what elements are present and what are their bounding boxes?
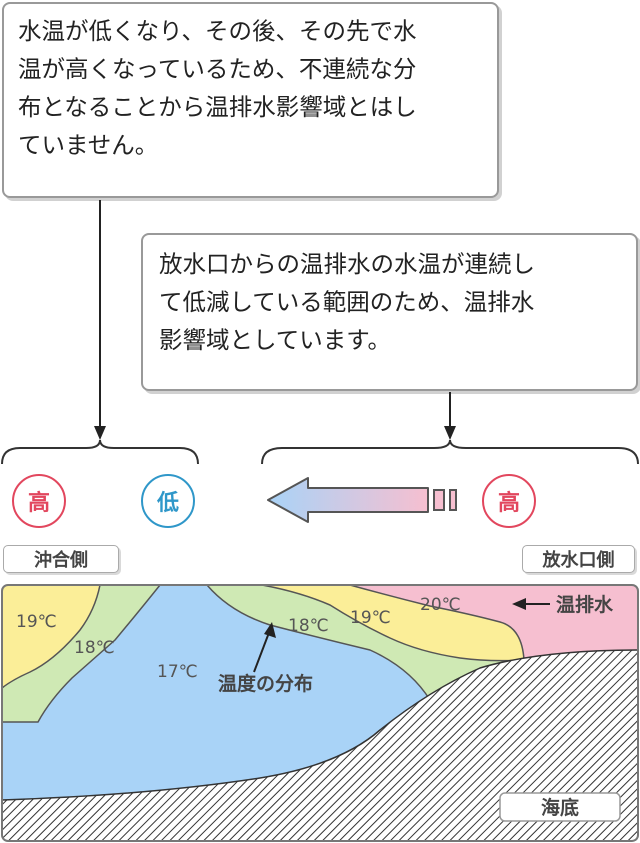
warm-water-label: 温排水	[556, 593, 614, 616]
seabed-label: 海底	[541, 796, 579, 819]
callout-right-pointer	[444, 392, 456, 440]
indicator-low-offshore: 低	[141, 474, 195, 528]
distribution-pointer	[253, 622, 276, 673]
temp-19c-right: 19℃	[350, 608, 391, 628]
callout-left-pointer	[94, 200, 106, 440]
callout-left-line-1: 水温が低くなり、その後、その先で水	[18, 17, 417, 45]
seabed	[2, 649, 638, 841]
warm-water-pointer	[512, 598, 550, 610]
indicator-high-outlet: 高	[482, 474, 536, 528]
indicator-high-offshore: 高	[12, 474, 66, 528]
tag-offshore: 沖合側	[3, 545, 119, 573]
callout-right-line-1: 放水口からの温排水の水温が連続し	[159, 250, 535, 278]
callout-right-line-2: て低減している範囲のため、温排水	[159, 288, 535, 316]
callout-left-line-4: ていません。	[18, 131, 159, 159]
temp-17c: 17℃	[157, 662, 198, 682]
temp-20c: 20℃	[420, 595, 461, 615]
callout-right: 放水口からの温排水の水温が連続し て低減している範囲のため、温排水 影響域として…	[141, 233, 638, 391]
callout-left-line-2: 温が高くなっているため、不連続な分	[18, 55, 417, 83]
temp-18c-left: 18℃	[74, 638, 115, 658]
temp-19c-left: 19℃	[16, 612, 57, 632]
temperature-diagram	[2, 585, 638, 841]
gradient-arrow	[267, 477, 457, 523]
callout-left: 水温が低くなり、その後、その先で水 温が高くなっているため、不連続な分 布となる…	[2, 2, 499, 198]
brace-left	[1, 439, 199, 465]
region-19c-left	[2, 585, 100, 688]
callout-left-line-3: 布となることから温排水影響域とはし	[18, 93, 417, 121]
brace-right	[261, 439, 639, 465]
diagram-frame	[1, 584, 639, 842]
callout-right-line-3: 影響域としています。	[159, 326, 391, 354]
distribution-label: 温度の分布	[218, 672, 313, 695]
tag-outlet: 放水口側	[522, 545, 635, 573]
seabed-tag: 海底	[499, 792, 621, 822]
temp-18c-right: 18℃	[288, 616, 329, 636]
